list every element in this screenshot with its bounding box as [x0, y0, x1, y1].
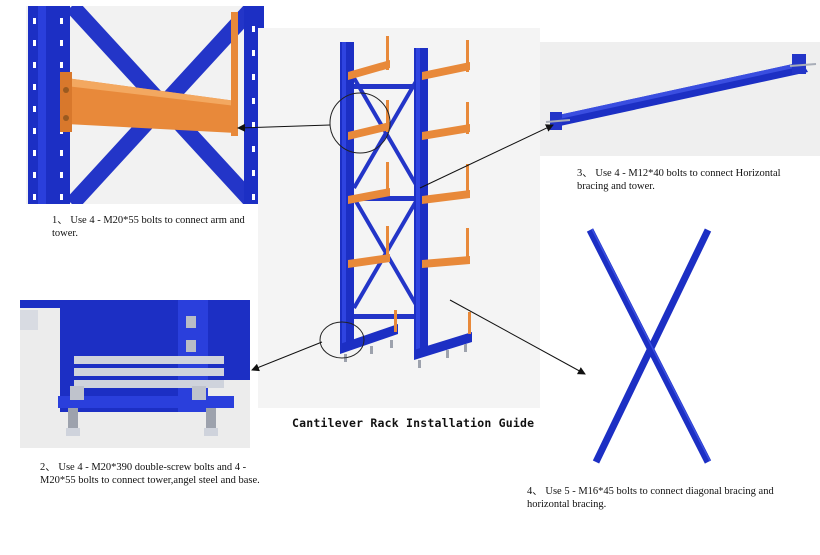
step-3-text: Use 4 - M12*40 bolts to connect Horizont… [577, 168, 781, 192]
arm-tower-detail-image [26, 6, 264, 204]
step-4-text: Use 5 - M16*45 bolts to connect diagonal… [527, 486, 774, 510]
base-detail-image [20, 300, 250, 448]
step-1-number: 1、 [52, 215, 68, 226]
step-2-number: 2、 [40, 462, 56, 473]
step-4-caption: 4、 Use 5 - M16*45 bolts to connect diago… [527, 485, 807, 511]
step-2-caption: 2、 Use 4 - M20*390 double-screw bolts an… [40, 461, 280, 487]
cantilever-rack-main-image [258, 28, 540, 408]
step-3-caption: 3、 Use 4 - M12*40 bolts to connect Horiz… [577, 167, 813, 193]
step-1-text: Use 4 - M20*55 bolts to connect arm and … [52, 215, 245, 239]
step-3-number: 3、 [577, 168, 593, 179]
step-4-number: 4、 [527, 486, 543, 497]
guide-title: Cantilever Rack Installation Guide [292, 416, 535, 430]
horizontal-bracing-image [540, 42, 820, 156]
step-1-caption: 1、 Use 4 - M20*55 bolts to connect arm a… [52, 214, 252, 240]
diagonal-bracing-image [582, 222, 722, 472]
step-2-text: Use 4 - M20*390 double-screw bolts and 4… [40, 462, 260, 486]
